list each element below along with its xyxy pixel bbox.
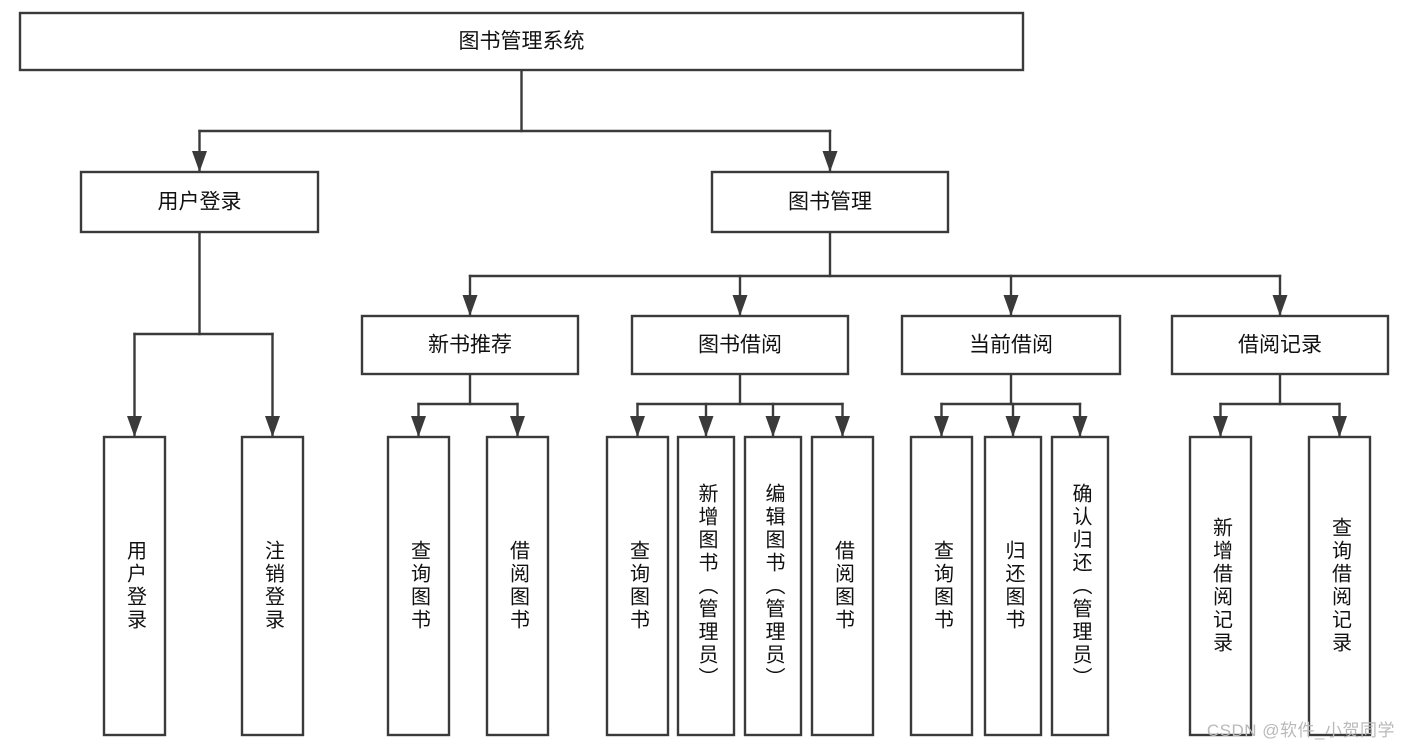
mgmt-to-level2-arrow-2 bbox=[1003, 295, 1019, 316]
node-leaf-box-9[interactable] bbox=[983, 435, 1043, 737]
node-level1-box-1[interactable] bbox=[710, 170, 950, 234]
level2-3-to-leaves-arrow-0 bbox=[1213, 416, 1228, 437]
level2-1-to-leaves-arrow-0 bbox=[630, 416, 645, 437]
node-level2-label-2: 当前借阅 bbox=[969, 334, 1053, 357]
node-level2-box-0[interactable] bbox=[360, 314, 580, 376]
box-layer bbox=[18, 11, 1390, 737]
level2-3-to-leaves-arrow-1 bbox=[1332, 416, 1347, 437]
level2-1-to-leaves-arrow-1 bbox=[698, 416, 714, 437]
level2-1-to-leaves-arrow-2 bbox=[765, 416, 781, 437]
node-leaf-box-1[interactable] bbox=[240, 435, 305, 737]
node-leaf-box-8[interactable] bbox=[909, 435, 974, 737]
node-leaf-box-10[interactable] bbox=[1050, 435, 1110, 737]
level2-2-to-leaves-arrow-1 bbox=[1005, 416, 1021, 437]
node-leaf-box-11[interactable] bbox=[1188, 435, 1253, 737]
node-level2-box-3[interactable] bbox=[1170, 314, 1390, 376]
node-level2-label-1: 图书借阅 bbox=[698, 334, 782, 357]
level2-2-to-leaves-arrow-2 bbox=[1072, 416, 1088, 437]
level2-1-to-leaves-arrow-3 bbox=[835, 416, 850, 437]
node-leaf-box-12[interactable] bbox=[1307, 435, 1372, 737]
level2-2-to-leaves-arrow-0 bbox=[934, 416, 949, 437]
node-leaf-box-0[interactable] bbox=[102, 435, 167, 737]
node-root-box[interactable] bbox=[18, 11, 1025, 72]
node-leaf-box-4[interactable] bbox=[605, 435, 670, 737]
login-to-leaves-arrow-1 bbox=[265, 416, 280, 437]
node-level2-box-2[interactable] bbox=[900, 314, 1122, 376]
root-to-level1-arrow-0 bbox=[192, 151, 207, 172]
node-root-label: 图书管理系统 bbox=[459, 30, 585, 53]
mgmt-to-level2-arrow-1 bbox=[732, 295, 748, 316]
node-level1-label-1: 图书管理 bbox=[788, 191, 872, 214]
node-leaf-box-6[interactable] bbox=[743, 435, 803, 737]
node-leaf-box-3[interactable] bbox=[485, 435, 550, 737]
node-level2-box-1[interactable] bbox=[630, 314, 850, 376]
mgmt-to-level2-arrow-3 bbox=[1272, 295, 1288, 316]
connector-layer bbox=[127, 68, 1347, 439]
root-to-level1-arrow-1 bbox=[822, 151, 838, 172]
node-leaf-box-2[interactable] bbox=[386, 435, 451, 737]
node-leaf-box-7[interactable] bbox=[810, 435, 875, 737]
node-level2-label-0: 新书推荐 bbox=[428, 334, 512, 357]
node-level1-label-0: 用户登录 bbox=[158, 191, 242, 214]
watermark-credit: CSDN @软件_小贺同学 bbox=[1206, 721, 1395, 740]
level2-0-to-leaves-arrow-0 bbox=[411, 416, 426, 437]
node-level1-box-0[interactable] bbox=[79, 170, 320, 234]
login-to-leaves-arrow-0 bbox=[127, 416, 142, 437]
level2-0-to-leaves-arrow-1 bbox=[510, 416, 525, 437]
node-leaf-box-5[interactable] bbox=[676, 435, 736, 737]
node-level2-label-3: 借阅记录 bbox=[1238, 334, 1322, 357]
mgmt-to-level2-arrow-0 bbox=[462, 295, 478, 316]
